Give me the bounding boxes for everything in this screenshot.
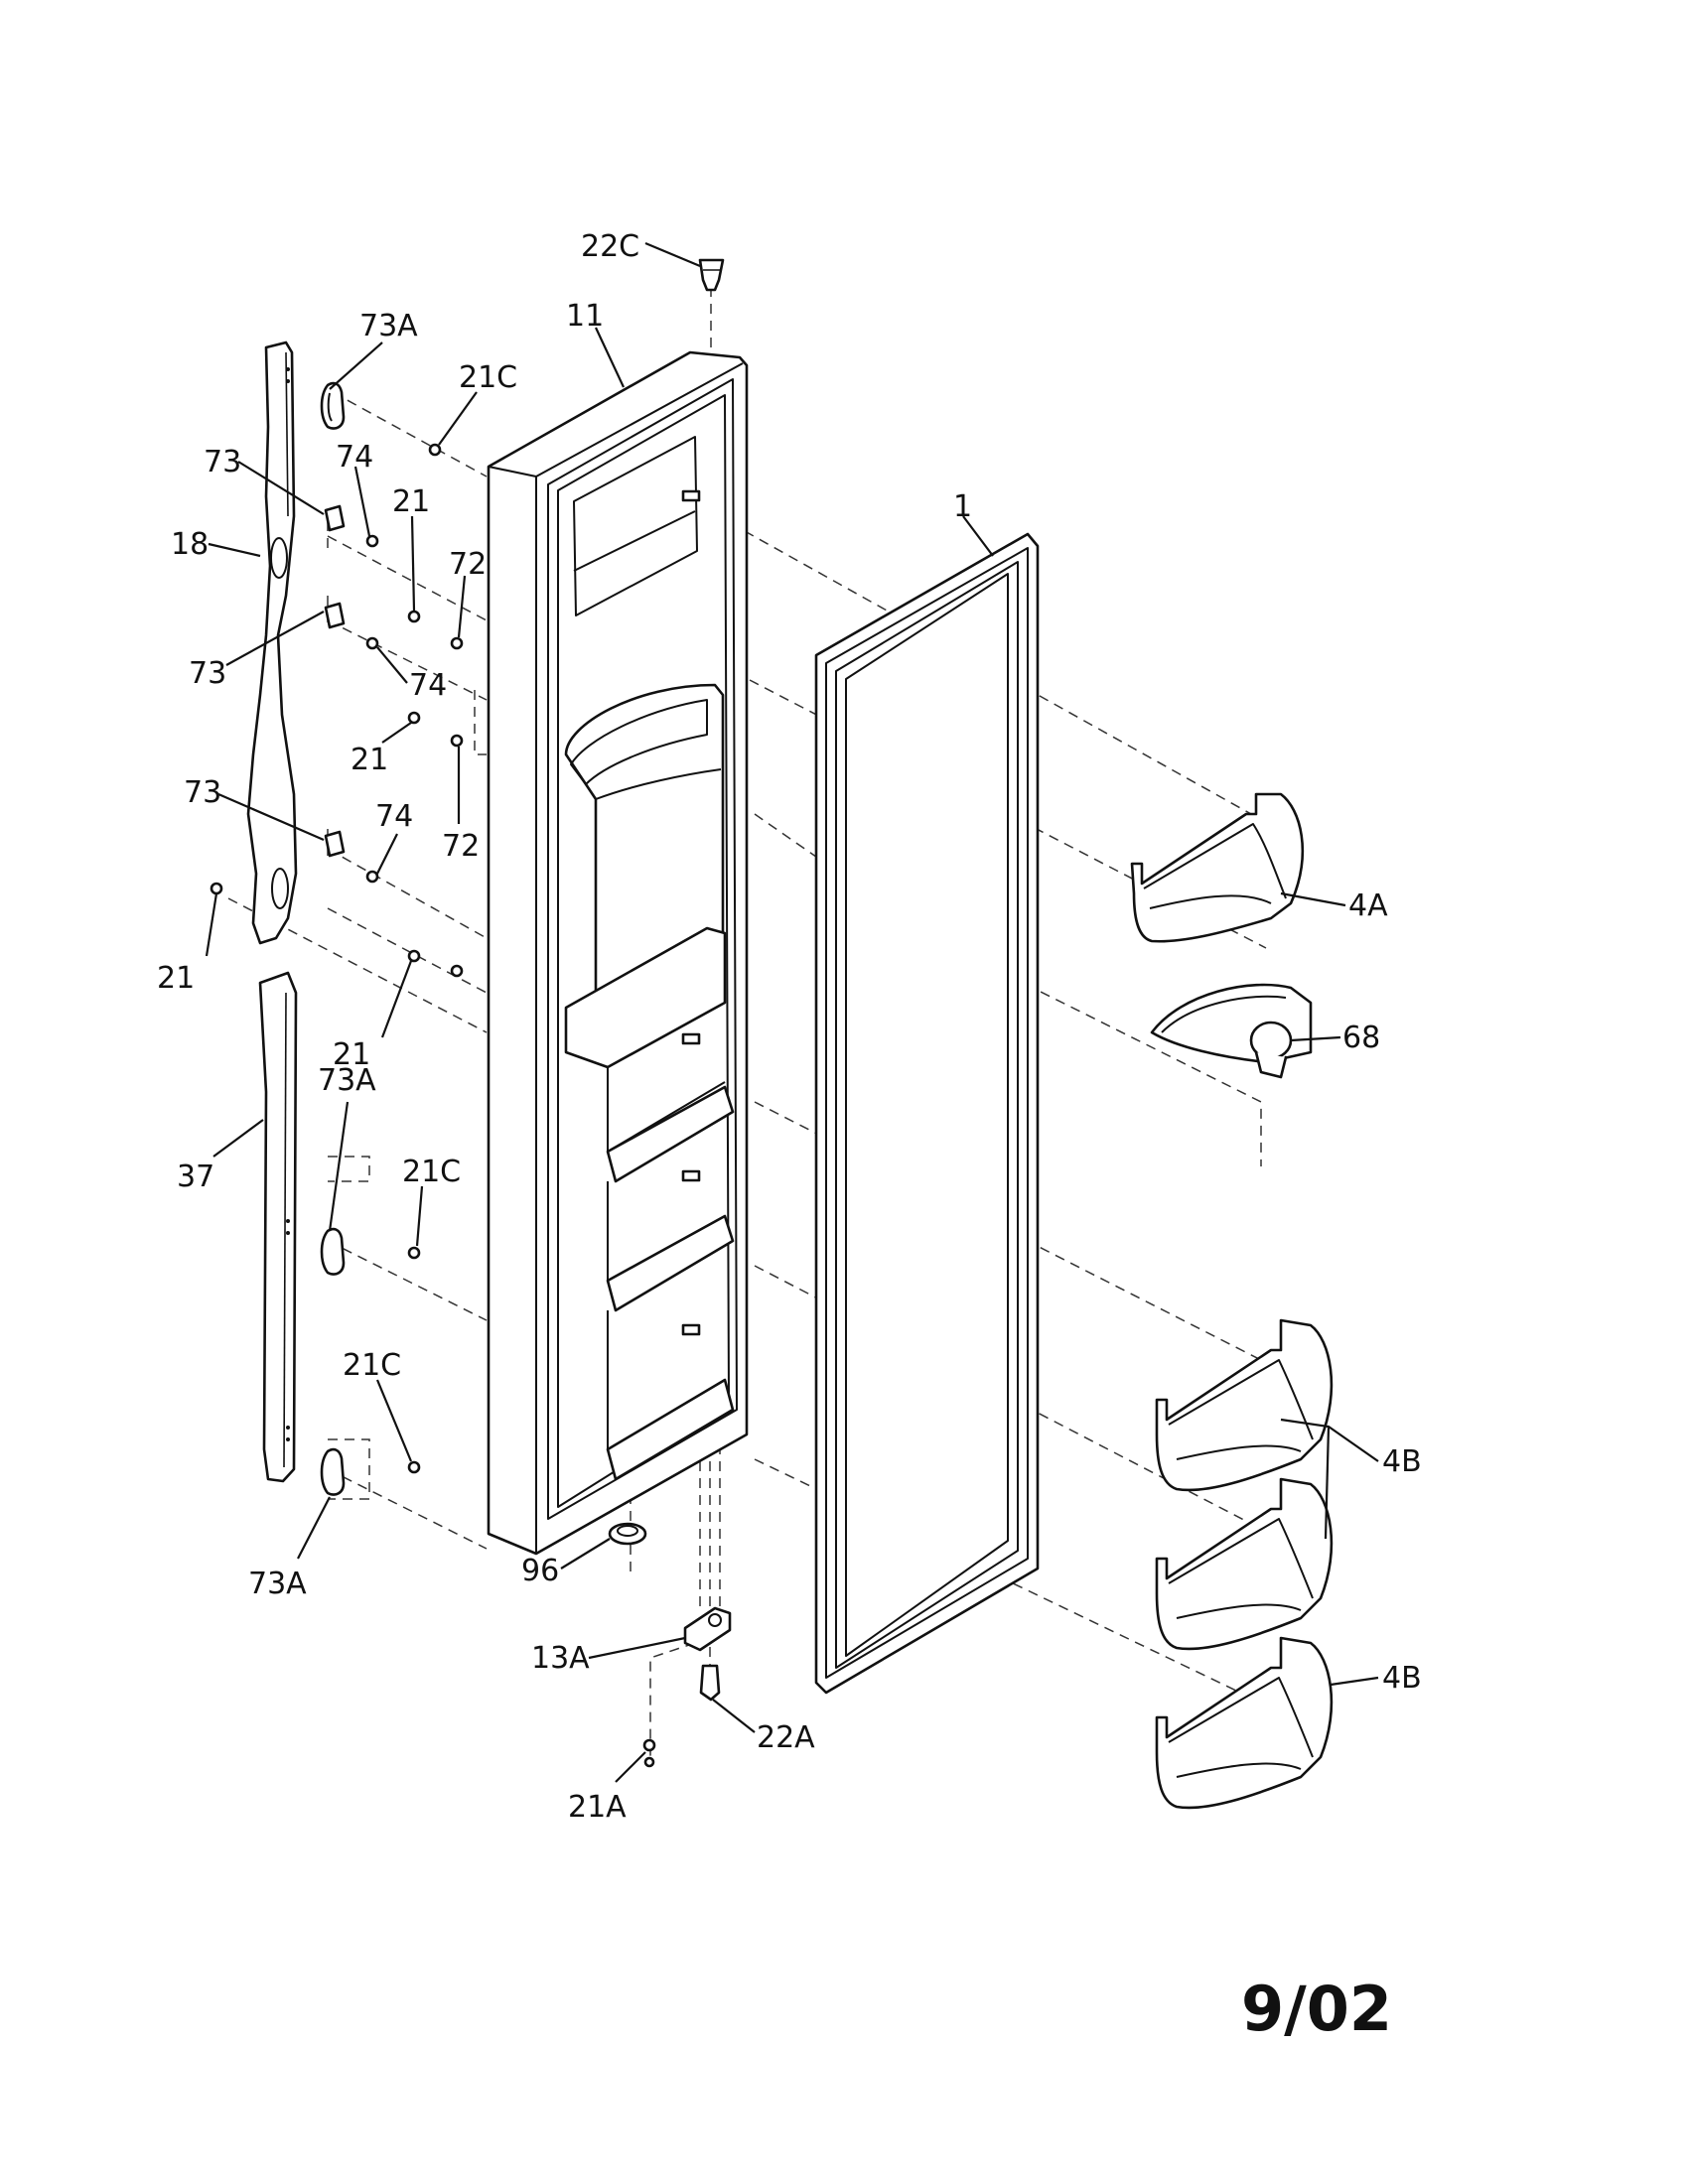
cap-96 [608,1522,647,1546]
hinge-13a [683,1606,732,1652]
callout-21-4: 21 [333,1037,370,1072]
callout-4a: 4A [1348,888,1388,923]
callout-22c: 22C [581,229,639,264]
callout-13a: 13A [531,1641,590,1676]
date-stamp: 9/02 [1241,1973,1392,2045]
bin-4a [1130,792,1304,943]
callout-73-2: 73 [189,656,226,691]
callout-4b-2: 4B [1382,1661,1422,1696]
callout-22a: 22A [757,1720,815,1755]
callout-18: 18 [171,527,209,562]
callout-74-2: 74 [409,668,447,703]
callout-73a-top: 73A [359,309,418,343]
bin-4b-2 [1155,1477,1334,1651]
hinge-pin-22c [698,258,725,292]
hinge-pin-22a [699,1664,721,1702]
leader-lines [205,241,1379,1783]
callout-21a: 21A [568,1790,627,1825]
bin-4b-3 [1155,1636,1334,1810]
tray-68 [1150,983,1313,1079]
callout-73a-mid: 73A [318,1063,376,1098]
callout-21-1: 21 [392,484,430,519]
callout-21c-mid: 21C [402,1155,461,1189]
callout-21-2: 21 [351,743,388,777]
callout-1: 1 [953,489,972,524]
callout-74-3: 74 [375,799,413,834]
clip-73a-mid [320,1227,346,1276]
callout-74-1: 74 [336,440,373,475]
callout-73a-bot: 73A [248,1567,307,1601]
screws [210,443,464,1474]
clip-73a-bot [320,1447,346,1496]
callout-21c-low: 21C [343,1348,401,1383]
callout-72-1: 72 [449,547,487,582]
screw-21a [642,1738,656,1768]
clip-73-2 [324,602,346,629]
door-liner [487,350,749,1556]
clip-73-1 [324,504,346,532]
door-gasket [814,532,1040,1695]
callout-68: 68 [1342,1021,1380,1055]
callout-11: 11 [566,299,604,334]
upper-handle [246,341,298,945]
callout-73-3: 73 [184,775,221,810]
clip-73-3 [324,830,346,858]
callout-72-2: 72 [442,829,480,864]
callout-73-1: 73 [204,445,241,479]
callout-4b-1: 4B [1382,1444,1422,1479]
callout-96: 96 [521,1554,559,1588]
bin-4b-1 [1155,1318,1334,1492]
clip-73a-top [320,381,346,430]
callout-21-3: 21 [157,961,195,996]
callout-21c-top: 21C [459,360,517,395]
callout-labels: 22C 11 73A 21C 73 74 21 72 18 1 73 74 21… [157,229,1422,1825]
callout-37: 37 [177,1160,214,1194]
lower-handle [258,971,298,1483]
